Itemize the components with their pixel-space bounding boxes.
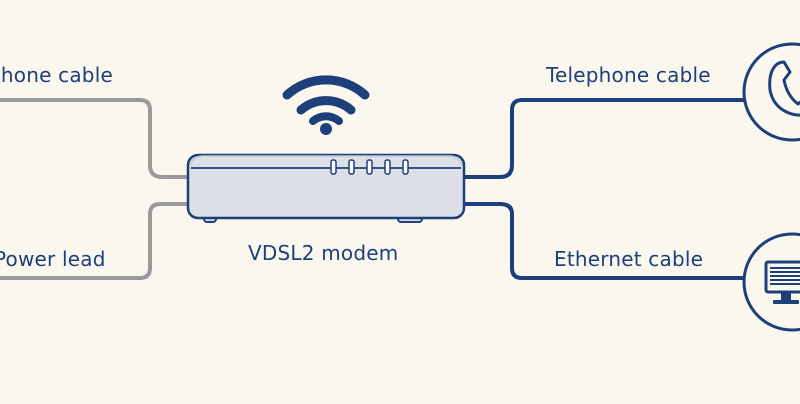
telephone-handset-icon xyxy=(742,42,800,142)
power-lead-cable xyxy=(0,202,190,280)
modem-status-lights xyxy=(330,159,409,175)
modem-label: VDSL2 modem xyxy=(248,241,399,265)
left-top-cable-label: phone cable xyxy=(0,63,113,87)
modem-device xyxy=(186,153,466,223)
ethernet-cable-label: Ethernet cable xyxy=(554,247,704,271)
telephone-cable-label: Telephone cable xyxy=(546,63,711,87)
telephone-cable xyxy=(462,98,752,179)
wifi-icon xyxy=(282,75,370,135)
left-top-cable xyxy=(0,98,190,179)
power-lead-label: Power lead xyxy=(0,247,106,271)
ethernet-cable xyxy=(462,202,752,280)
computer-monitor-icon xyxy=(742,232,800,332)
